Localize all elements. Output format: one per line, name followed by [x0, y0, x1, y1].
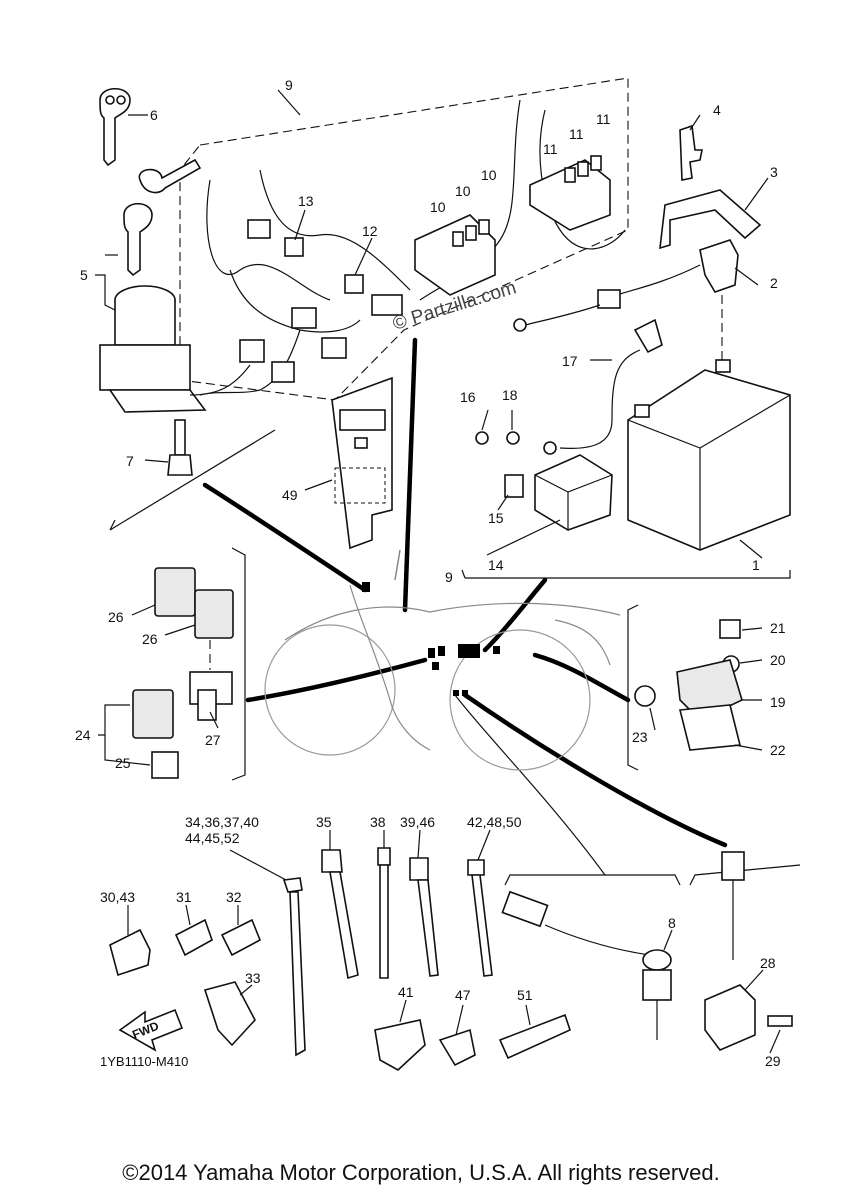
fuse-box-right — [529, 155, 611, 231]
callout-5: 5 — [80, 267, 88, 283]
callout-4: 4 — [713, 102, 721, 118]
callout-15: 15 — [488, 510, 504, 526]
switch-8 — [501, 890, 672, 1040]
ignition-switch — [99, 285, 251, 413]
callout-23: 23 — [632, 729, 648, 745]
group-brackets — [109, 429, 801, 886]
diagram-code: 1YB1110-M410 — [100, 1054, 188, 1069]
starter-relay — [475, 431, 613, 531]
callout-41: 41 — [398, 984, 414, 1000]
callout-11-a: 11 — [543, 141, 558, 157]
callout-10-a: 10 — [430, 199, 446, 215]
callout-18: 18 — [502, 387, 518, 403]
clamps — [109, 918, 571, 1071]
harness-outline — [179, 77, 629, 401]
callout-21: 21 — [770, 620, 786, 636]
callout-25: 25 — [115, 755, 131, 771]
callout-labels: 6 5 7 9 13 12 10 10 10 10 11 11 11 4 3 2… — [75, 77, 786, 1069]
callout-28: 28 — [760, 955, 776, 971]
sensor-right — [634, 619, 743, 751]
callout-1: 1 — [752, 557, 760, 573]
callout-10-c: 10 — [481, 167, 497, 183]
callout-7: 7 — [126, 453, 134, 469]
callout-16: 16 — [460, 389, 476, 405]
callout-6: 6 — [150, 107, 158, 123]
callout-10-b: 10 — [455, 183, 471, 199]
callout-9-top: 9 — [285, 77, 293, 93]
callout-8: 8 — [668, 915, 676, 931]
switch-28 — [704, 851, 793, 1051]
callout-47: 47 — [455, 987, 471, 1003]
callout-11-c: 11 — [569, 126, 584, 142]
callout-17: 17 — [562, 353, 578, 369]
callout-31: 31 — [176, 889, 192, 905]
callout-3: 3 — [770, 164, 778, 180]
battery-band-3 — [659, 189, 762, 250]
callout-22: 22 — [770, 742, 786, 758]
callout-13: 13 — [298, 193, 314, 209]
callout-14: 14 — [488, 557, 504, 573]
callout-33: 33 — [245, 970, 261, 986]
callout-30-43: 30,43 — [100, 889, 135, 905]
callout-2: 2 — [770, 275, 778, 291]
callout-35: 35 — [316, 814, 332, 830]
battery-cable-2 — [513, 239, 739, 360]
callout-39-46: 39,46 — [400, 814, 435, 830]
bolt-7 — [167, 419, 193, 476]
callout-9-center: 9 — [445, 569, 453, 585]
callout-51: 51 — [517, 987, 533, 1003]
callout-24: 24 — [75, 727, 91, 743]
bracket-4 — [679, 124, 703, 181]
callout-44-45-52: 44,45,52 — [185, 830, 240, 846]
callout-34-36-37-40: 34,36,37,40 — [185, 814, 259, 830]
key-6 — [99, 87, 131, 167]
callout-29: 29 — [765, 1053, 781, 1069]
fwd-arrow-icon: FWD — [118, 1008, 184, 1052]
callout-leaders — [95, 89, 781, 1054]
callout-11-b: 11 — [596, 111, 611, 127]
callout-26-a: 26 — [108, 609, 124, 625]
callout-49: 49 — [282, 487, 298, 503]
harness-connectors — [239, 219, 403, 383]
callout-38: 38 — [370, 814, 386, 830]
callout-27: 27 — [205, 732, 221, 748]
callout-26-b: 26 — [142, 631, 158, 647]
relays-left — [132, 567, 234, 779]
motorcycle-silhouette — [264, 549, 621, 771]
callout-42-48-50: 42,48,50 — [467, 814, 522, 830]
wiring-card — [331, 376, 393, 550]
fuse-box-left — [414, 214, 496, 296]
callout-20: 20 — [770, 652, 786, 668]
callout-32: 32 — [226, 889, 242, 905]
starter-cable-17 — [543, 318, 663, 455]
battery — [627, 359, 791, 551]
copyright-footer: ©2014 Yamaha Motor Corporation, U.S.A. A… — [122, 1160, 720, 1185]
cable-ties — [282, 847, 493, 1057]
callout-12: 12 — [362, 223, 378, 239]
callout-19: 19 — [770, 694, 786, 710]
keys-5 — [123, 158, 202, 277]
leader-lines — [202, 337, 728, 876]
